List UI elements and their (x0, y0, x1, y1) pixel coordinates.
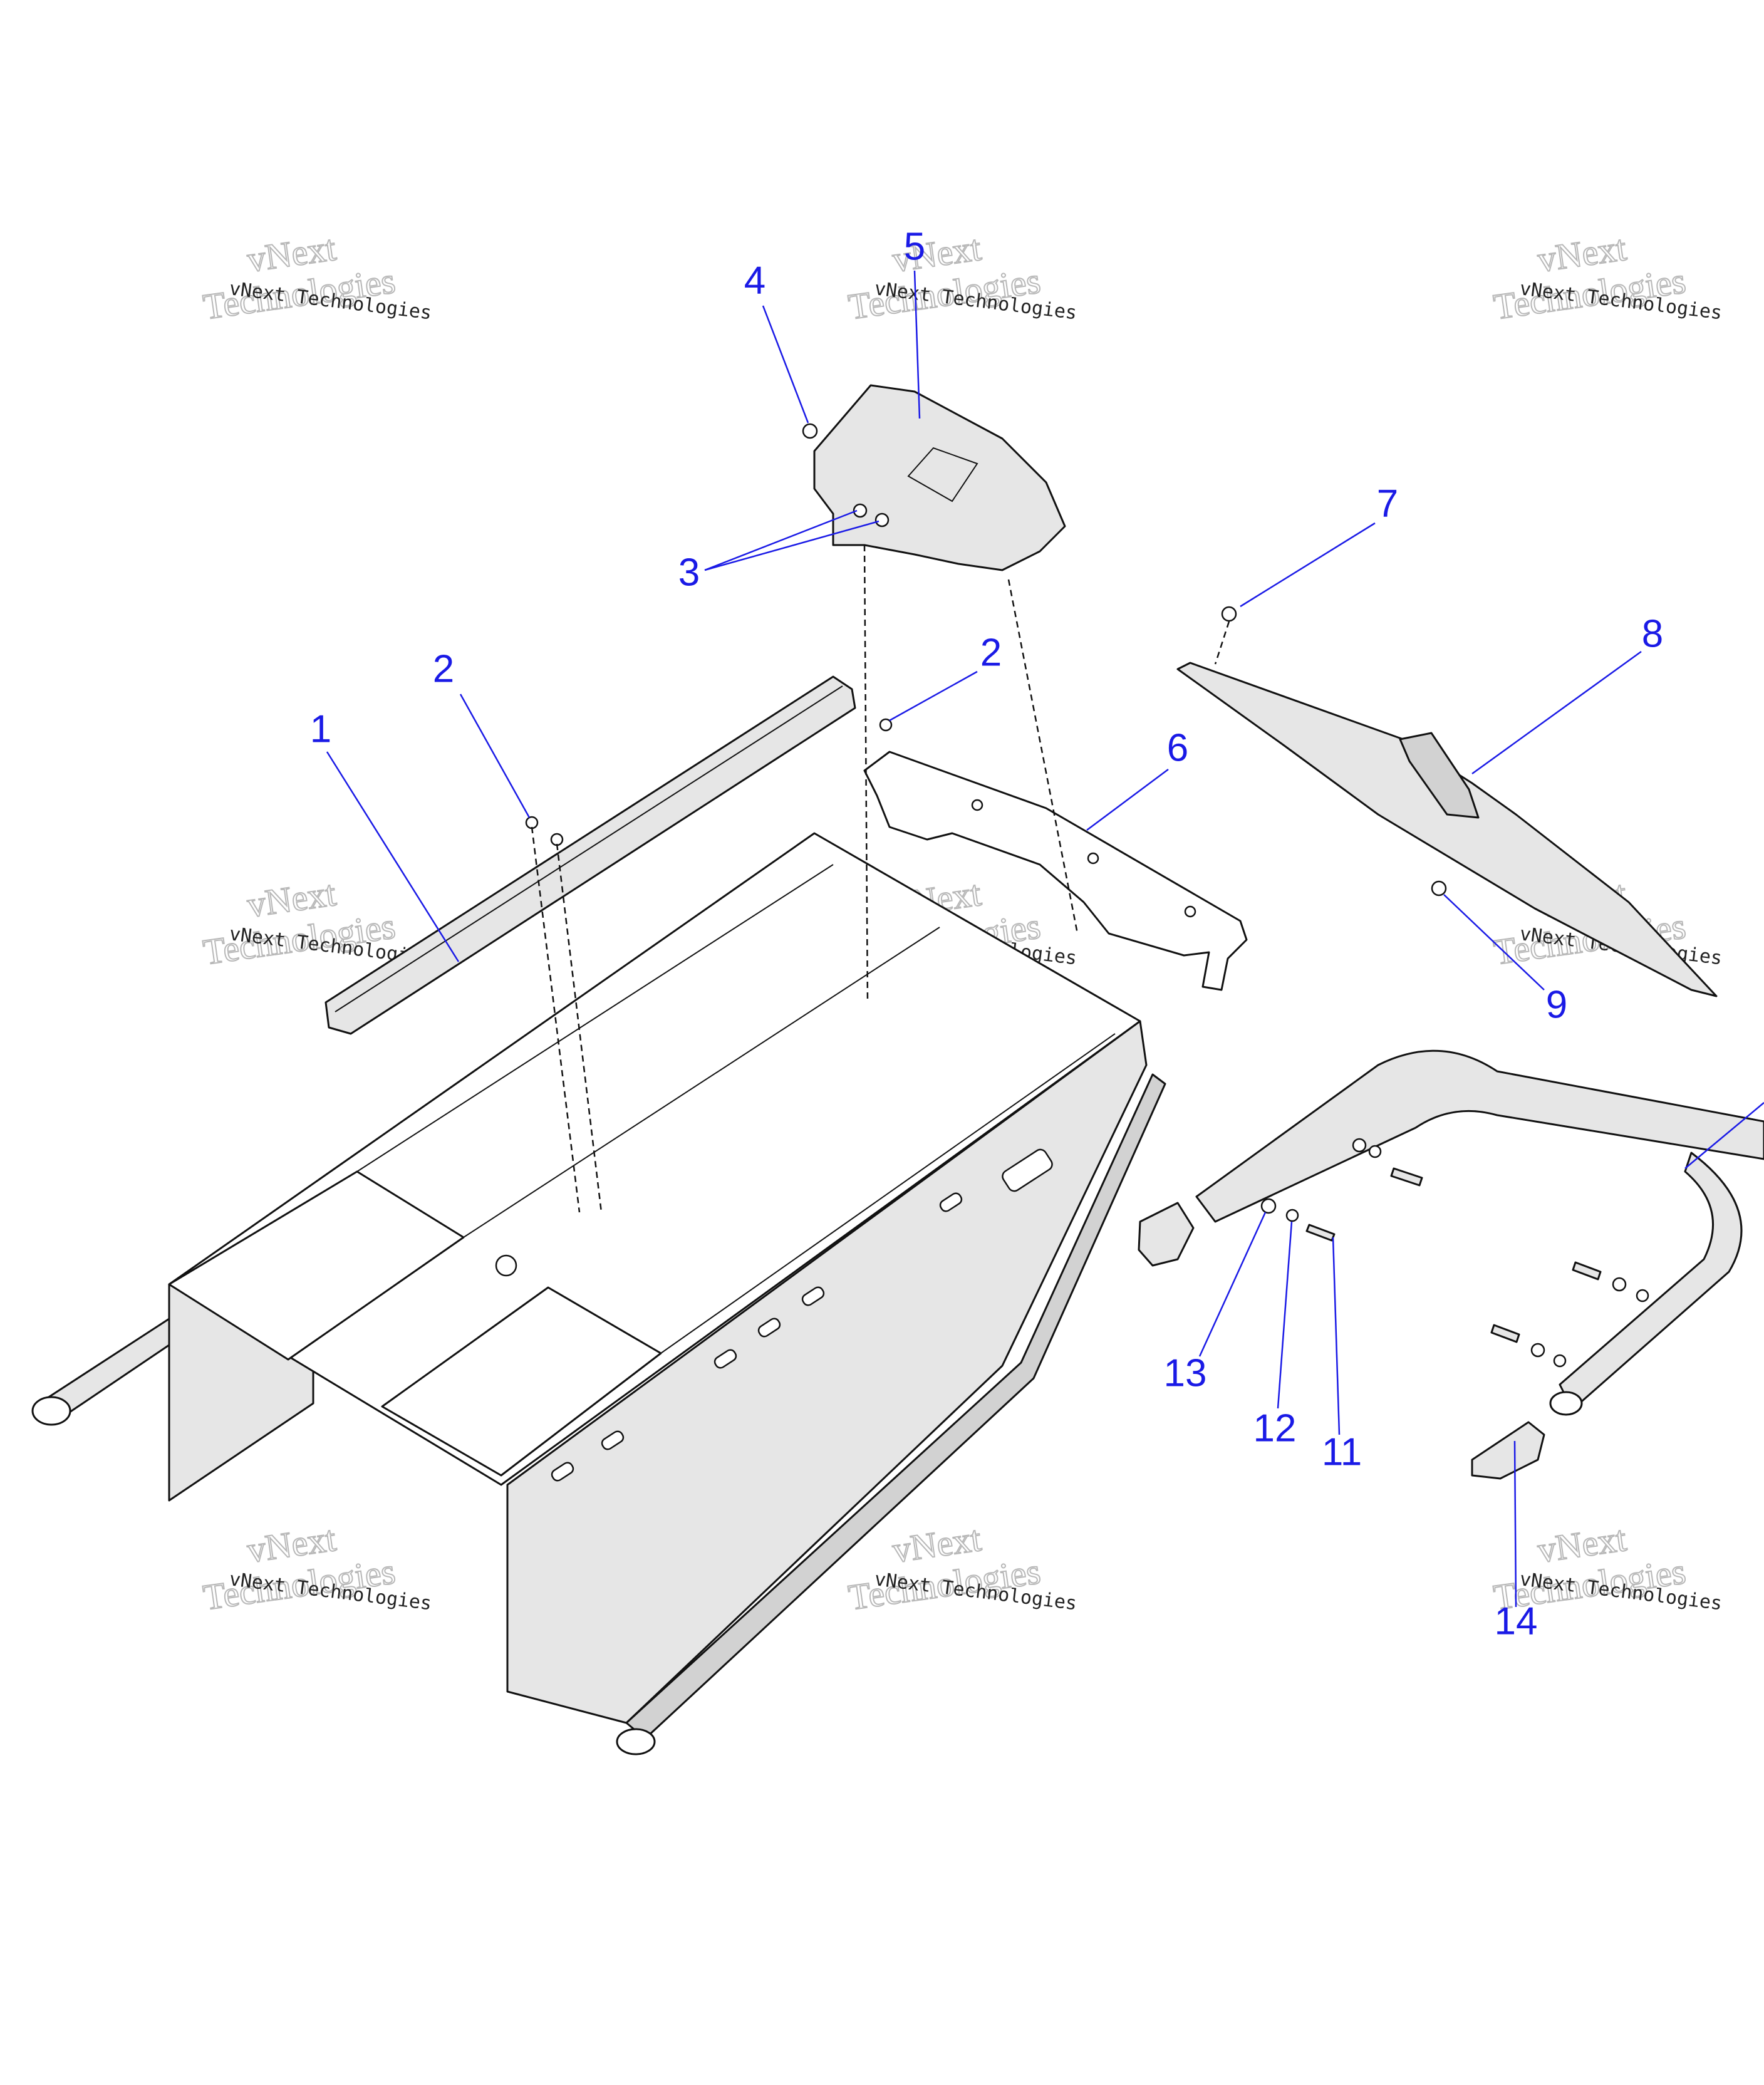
washer-part-13 (1260, 1198, 1277, 1214)
bracket-hole (1087, 852, 1099, 865)
callout-labels: 1 2 2 3 4 5 6 7 8 9 11 12 13 14 (310, 225, 1663, 1643)
callout-8: 8 (1642, 612, 1663, 655)
side-slot (1002, 1148, 1053, 1192)
floor-rib (463, 927, 940, 1238)
leader-9 (1443, 894, 1545, 991)
bolt (1572, 1261, 1602, 1281)
screw-part-3 (874, 512, 890, 528)
floor-rib (660, 1033, 1116, 1354)
callout-4: 4 (744, 259, 765, 302)
washer (1636, 1289, 1649, 1302)
tube-end-cap-part-14 (1471, 1421, 1545, 1480)
screw-part-2 (550, 833, 564, 846)
left-tube-end (31, 1396, 71, 1426)
bolt-part-7 (1221, 606, 1237, 622)
callout-leaders (326, 270, 1764, 1608)
callout-1: 1 (310, 707, 331, 751)
assembly-line (863, 544, 869, 1003)
bolt (1490, 1324, 1520, 1343)
callout-12: 12 (1253, 1406, 1297, 1450)
leader-2b (889, 670, 978, 722)
leader-6 (1086, 768, 1169, 831)
nut-part-4 (802, 423, 818, 439)
callout-3: 3 (678, 551, 700, 594)
bolt-part-9 (1431, 880, 1447, 897)
side-slot (757, 1318, 781, 1338)
grab-bar-end (1549, 1391, 1583, 1416)
bracket-part-6 (863, 751, 1248, 991)
bolt-part-11 (1305, 1224, 1336, 1242)
assembly-line (1214, 621, 1230, 665)
assembly-line (531, 826, 581, 1213)
leader-10-partial (1684, 1102, 1764, 1169)
callout-2-left: 2 (433, 647, 454, 690)
rail-part-1-edge (335, 685, 843, 1012)
side-slot (801, 1286, 825, 1306)
leader-1 (326, 751, 460, 962)
side-slot (713, 1349, 737, 1369)
rail-part-8 (1176, 662, 1718, 997)
screw-part-2 (879, 718, 893, 732)
leader-2a (459, 694, 531, 818)
grab-bar-tube (1195, 1049, 1764, 1223)
washer (1368, 1145, 1382, 1158)
grab-bar-tube-drop (1559, 1152, 1743, 1411)
bracket-hole (1184, 905, 1196, 918)
floor-rib (356, 864, 834, 1172)
leader-3a (704, 509, 858, 571)
callout-11: 11 (1322, 1430, 1362, 1474)
callout-7: 7 (1377, 482, 1398, 525)
bolt (1390, 1167, 1423, 1187)
right-tube-end (616, 1728, 656, 1755)
side-slot (601, 1430, 625, 1450)
washer (1553, 1354, 1567, 1368)
leader-8 (1471, 650, 1642, 775)
assembly-lines (531, 544, 1230, 1213)
leader-3b (704, 520, 879, 571)
leader-13 (1198, 1212, 1267, 1357)
washer-part-12 (1285, 1209, 1299, 1222)
callout-5: 5 (904, 225, 925, 268)
cover-part-5 (813, 384, 1066, 571)
rail-part-1 (324, 675, 856, 1035)
callout-2-right: 2 (980, 631, 1002, 674)
leader-11 (1332, 1237, 1341, 1435)
right-side-panel (506, 1020, 1148, 1724)
tube-end-cap-left (1138, 1202, 1195, 1267)
callout-9: 9 (1546, 983, 1567, 1026)
bracket-hole (971, 799, 983, 811)
rail-part-8-bracket (1399, 732, 1480, 819)
side-slot (939, 1192, 963, 1212)
callout-14: 14 (1495, 1599, 1538, 1643)
leader-12 (1277, 1221, 1293, 1409)
screw-part-2 (525, 816, 539, 829)
side-slot (551, 1462, 574, 1482)
leader-5 (913, 270, 921, 419)
cargo-box-body (31, 832, 1166, 1755)
washer (1530, 1343, 1545, 1358)
washer (1352, 1138, 1367, 1153)
floor-drain-hole (495, 1254, 517, 1277)
cover-part-5-recess (907, 447, 978, 502)
assembly-line (1007, 579, 1079, 934)
leader-7 (1240, 522, 1376, 608)
leader-14 (1513, 1440, 1517, 1608)
callout-13: 13 (1164, 1351, 1207, 1395)
screw-part-3 (853, 503, 868, 518)
assembly-line (556, 843, 603, 1213)
leader-4 (762, 305, 809, 424)
washer (1612, 1277, 1627, 1292)
callout-6: 6 (1167, 726, 1188, 769)
